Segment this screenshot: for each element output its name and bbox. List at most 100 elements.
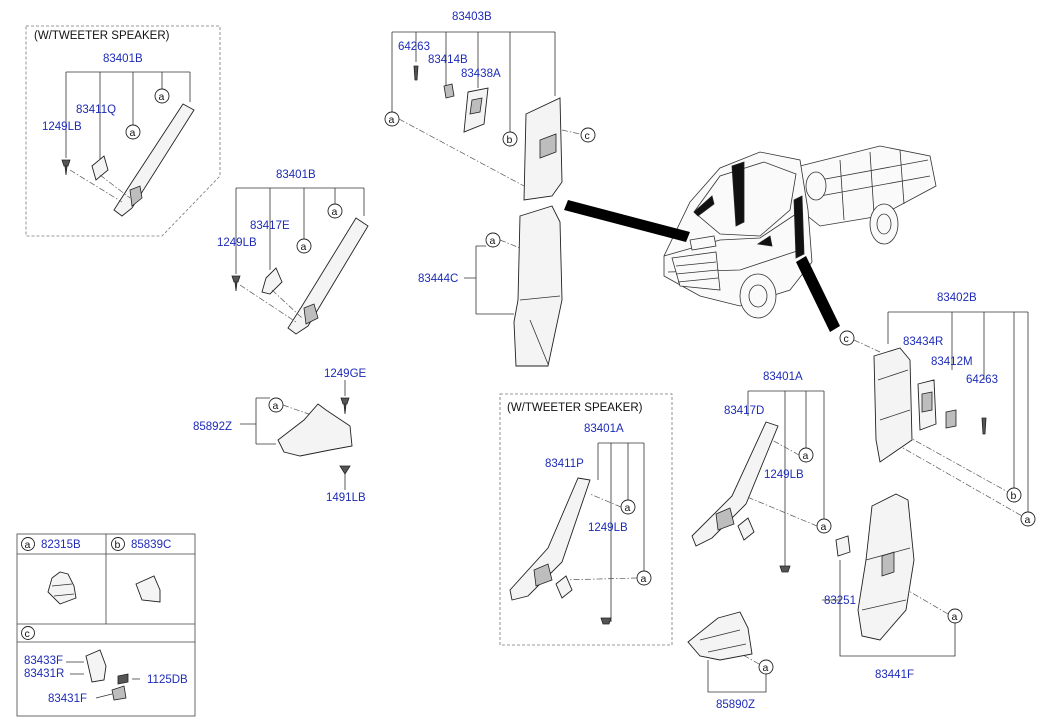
screw-part xyxy=(779,565,791,573)
legend-a-code: 82315B xyxy=(41,539,81,551)
clip-83414b-part xyxy=(443,83,455,99)
headlamp xyxy=(689,235,717,251)
group-85892z: 1249GE 85892Z 1491LB a xyxy=(193,368,367,504)
cover-85892z-part xyxy=(277,403,353,457)
svg-text:a: a xyxy=(803,450,809,462)
cover-85890z-part xyxy=(687,611,753,661)
part-83401b-label: 83401B xyxy=(103,53,143,65)
legend-a-marker xyxy=(21,537,35,551)
svg-text:a: a xyxy=(641,573,647,585)
callout-b-marker xyxy=(1006,487,1022,503)
screw-1125db-part xyxy=(117,673,129,685)
svg-text:c: c xyxy=(25,628,30,640)
svg-text:a: a xyxy=(625,502,631,514)
part-1249lb-label: 1249LB xyxy=(764,469,804,481)
svg-text:a: a xyxy=(389,114,395,126)
clip-83412m-part xyxy=(945,409,957,429)
svg-text:a: a xyxy=(821,521,827,533)
part-85892z-label: 85892Z xyxy=(193,421,232,433)
legend-c-part-2: 83431R xyxy=(24,668,64,680)
part-83401a-label: 83401A xyxy=(763,371,803,383)
group-85890z: 85890Z a xyxy=(687,611,774,711)
a-pillar-trim-part xyxy=(113,103,195,217)
svg-text:b: b xyxy=(507,134,513,146)
pointer-arrow-upper xyxy=(564,200,690,242)
part-83403b-label: 83403B xyxy=(452,11,492,23)
part-83411p-label: 83411P xyxy=(545,458,584,470)
bracket-part xyxy=(261,267,283,295)
legend-c-part-1: 83433F xyxy=(24,655,63,667)
tweeter-variant-box xyxy=(499,393,673,646)
svg-text:a: a xyxy=(130,127,136,139)
svg-text:a: a xyxy=(159,91,165,103)
screw-64263-part xyxy=(981,417,987,435)
c-pillar-upper-trim-part xyxy=(873,347,913,463)
bracket-part xyxy=(737,517,755,541)
screw-64263-part xyxy=(413,65,419,81)
part-83401a-label: 83401A xyxy=(584,423,624,435)
group-83401a-tweeter: (W/TWEETER SPEAKER) 83401A 83411P 1249LB… xyxy=(499,393,673,646)
a-pillar-trim-part xyxy=(691,421,779,547)
callout-b-marker xyxy=(502,131,518,147)
legend-b-marker xyxy=(111,537,125,551)
part-64263-label: 64263 xyxy=(966,374,998,386)
part-1249lb-label: 1249LB xyxy=(42,121,82,133)
callout-a-marker xyxy=(947,608,963,624)
part-83417e-label: 83417E xyxy=(250,220,290,232)
clip-part xyxy=(339,465,351,475)
svg-text:a: a xyxy=(490,235,496,247)
callout-c-marker xyxy=(580,127,596,143)
part-85890z-label: 85890Z xyxy=(716,699,755,711)
tweeter-variant-box xyxy=(25,25,221,237)
legend-table: a 82315B b 85839C c 83433F 83431R 1125DB… xyxy=(16,533,196,717)
svg-text:a: a xyxy=(25,539,31,551)
clip-85839c-part xyxy=(135,575,161,603)
svg-text:a: a xyxy=(301,241,307,253)
group-83441f: 83251 83441F a xyxy=(822,493,963,681)
svg-text:b: b xyxy=(115,539,121,551)
part-1249lb-label: 1249LB xyxy=(217,237,257,249)
clip-82315b-part xyxy=(47,571,77,605)
legend-b-code: 85839C xyxy=(131,539,171,551)
group-83401b: 83401B 83417E 1249LB a a xyxy=(217,169,369,335)
screw-part xyxy=(340,397,350,415)
callout-a-marker xyxy=(296,238,312,254)
callout-a-marker xyxy=(125,124,141,140)
part-83417d-label: 83417D xyxy=(724,405,764,417)
part-83401b-label: 83401B xyxy=(276,169,316,181)
svg-text:a: a xyxy=(763,662,769,674)
callout-a-marker xyxy=(154,88,170,104)
svg-text:c: c xyxy=(585,130,590,142)
group-83401a: 83401A 83417D 1249LB a a xyxy=(691,371,832,573)
tweeter-variant-label: (W/TWEETER SPEAKER) xyxy=(507,402,643,414)
c-pillar-highlight xyxy=(793,195,805,259)
tweeter-bracket-part xyxy=(91,155,109,181)
part-83411q-label: 83411Q xyxy=(76,104,116,116)
group-83402b: 83402B 83434R 83412M 64263 c b a xyxy=(839,292,1036,527)
b-pillar-highlight xyxy=(731,161,745,227)
legend-c-marker xyxy=(21,626,35,640)
cover-83251-part xyxy=(835,535,851,557)
part-1249ge-label: 1249GE xyxy=(324,368,367,380)
svg-text:a: a xyxy=(1025,514,1031,526)
part-83402b-label: 83402B xyxy=(937,292,977,304)
a-pillar-highlight xyxy=(693,195,715,217)
clip-83431f-part xyxy=(111,685,127,701)
part-1249lb-label: 1249LB xyxy=(588,522,628,534)
front-grille xyxy=(671,251,721,291)
truck-illustration xyxy=(564,145,937,332)
callout-a-marker xyxy=(1020,511,1036,527)
part-1491lb-label: 1491LB xyxy=(326,492,366,504)
svg-text:b: b xyxy=(1011,490,1017,502)
a-pillar-trim-part xyxy=(287,217,369,335)
callout-c-marker xyxy=(839,330,855,346)
part-83414b-label: 83414B xyxy=(428,54,468,66)
clip-part xyxy=(231,275,241,292)
group-83403b: 83403B 64263 83414B 83438A a b c 83444C … xyxy=(384,11,596,367)
svg-text:a: a xyxy=(952,611,958,623)
bracket-83433f-part xyxy=(85,649,107,683)
callout-a-marker xyxy=(327,203,343,219)
part-83434r-label: 83434R xyxy=(903,336,943,348)
callout-a-marker xyxy=(758,659,774,675)
